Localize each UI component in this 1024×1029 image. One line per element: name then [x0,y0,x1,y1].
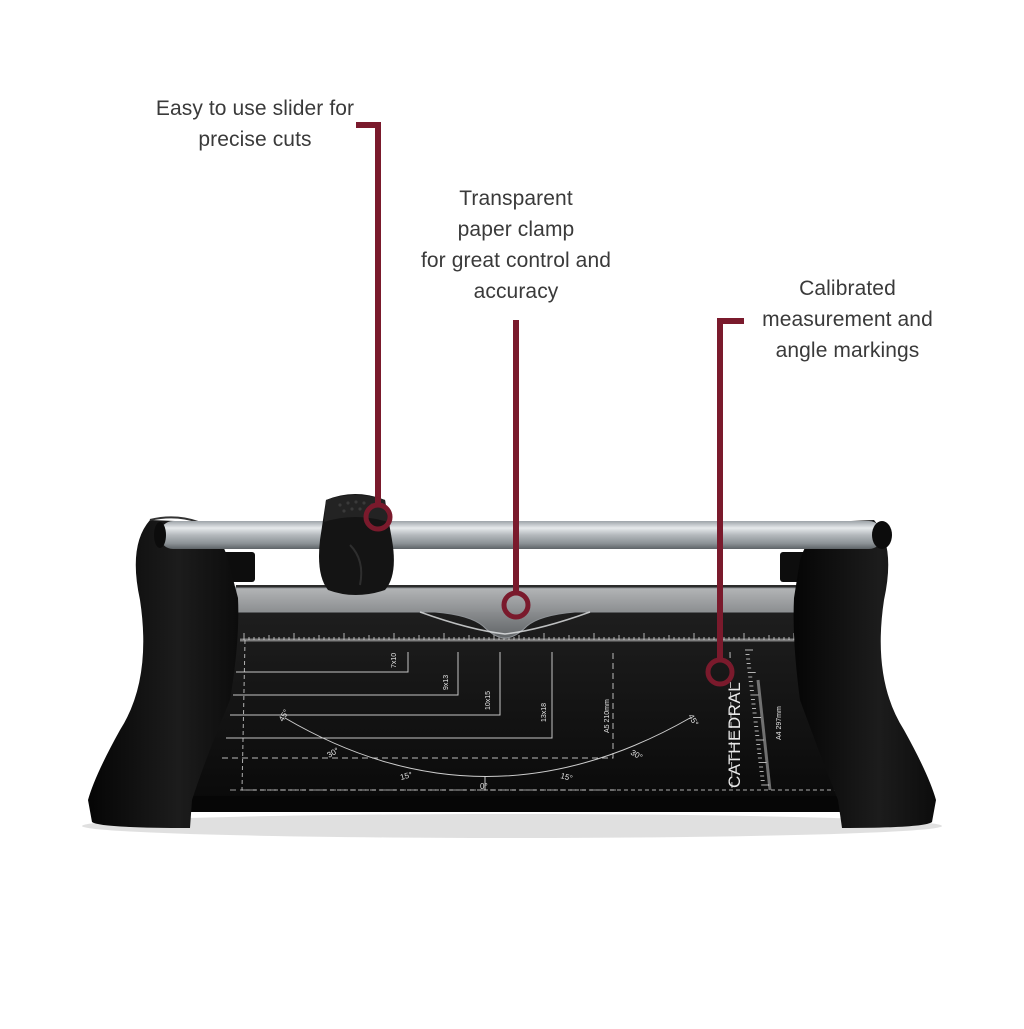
callout-clamp: Transparent paper clamp for great contro… [396,183,636,307]
callout-markings-line2: measurement and [762,308,933,331]
slider-cutting-head[interactable] [319,494,394,595]
size-label-7x10: 7x10 [391,653,398,668]
callout-clamp-line3: for great control and [420,249,612,272]
cutting-rail [160,521,882,549]
callout-markings-line3: angle markings [775,339,920,362]
angle-label-right-15: 15° [559,771,573,783]
callout-slider-line2: precise cuts [198,128,312,151]
cutting-board [180,612,850,800]
right-end-cap [793,520,936,828]
left-end-cap-edge [149,516,199,523]
size-label-10x15: 10x15 [485,691,492,710]
paper-label-a4: A4 297mm [776,706,783,740]
callout-clamp-line1: Transparent [459,187,573,210]
callout-markings-line1: Calibrated [799,277,896,300]
rail-end-left [154,522,166,548]
angle-label-zero: 0° [480,782,488,791]
size-label-9x13: 9x13 [443,675,450,690]
callout-leaders [356,122,744,658]
base-shadow [82,814,942,838]
callout-slider: Easy to use slider for precise cuts [150,93,360,155]
markings-leader-line [717,318,744,658]
board-front-lip [176,796,852,812]
paper-clamp[interactable] [235,587,797,639]
size-label-13x18: 13x18 [541,703,548,722]
callout-clamp-line2: paper clamp [457,218,575,241]
callout-slider-line1: Easy to use slider for [155,97,355,120]
callout-markings: Calibrated measurement and angle marking… [740,273,955,366]
slider-leader-line [356,122,381,503]
slider-marker-ring [363,502,393,532]
callout-clamp-line4: accuracy [473,280,559,303]
brand-logo: CATHEDRAL [725,682,744,788]
markings-marker-ring [705,657,735,687]
board-markings [222,638,839,791]
size-labels: 7x10 9x13 10x15 13x18 A5 210mm A4 297mm [391,653,783,740]
left-end-cap [88,520,239,828]
clamp-highlight [419,611,591,635]
clamp-marker-ring [501,590,531,620]
paper-label-a5: A5 210mm [604,699,611,733]
rail-end-right [872,521,892,549]
ruler-ticks [243,633,805,786]
callout-markers [363,502,735,687]
angle-label-left-15: 15° [399,770,413,782]
